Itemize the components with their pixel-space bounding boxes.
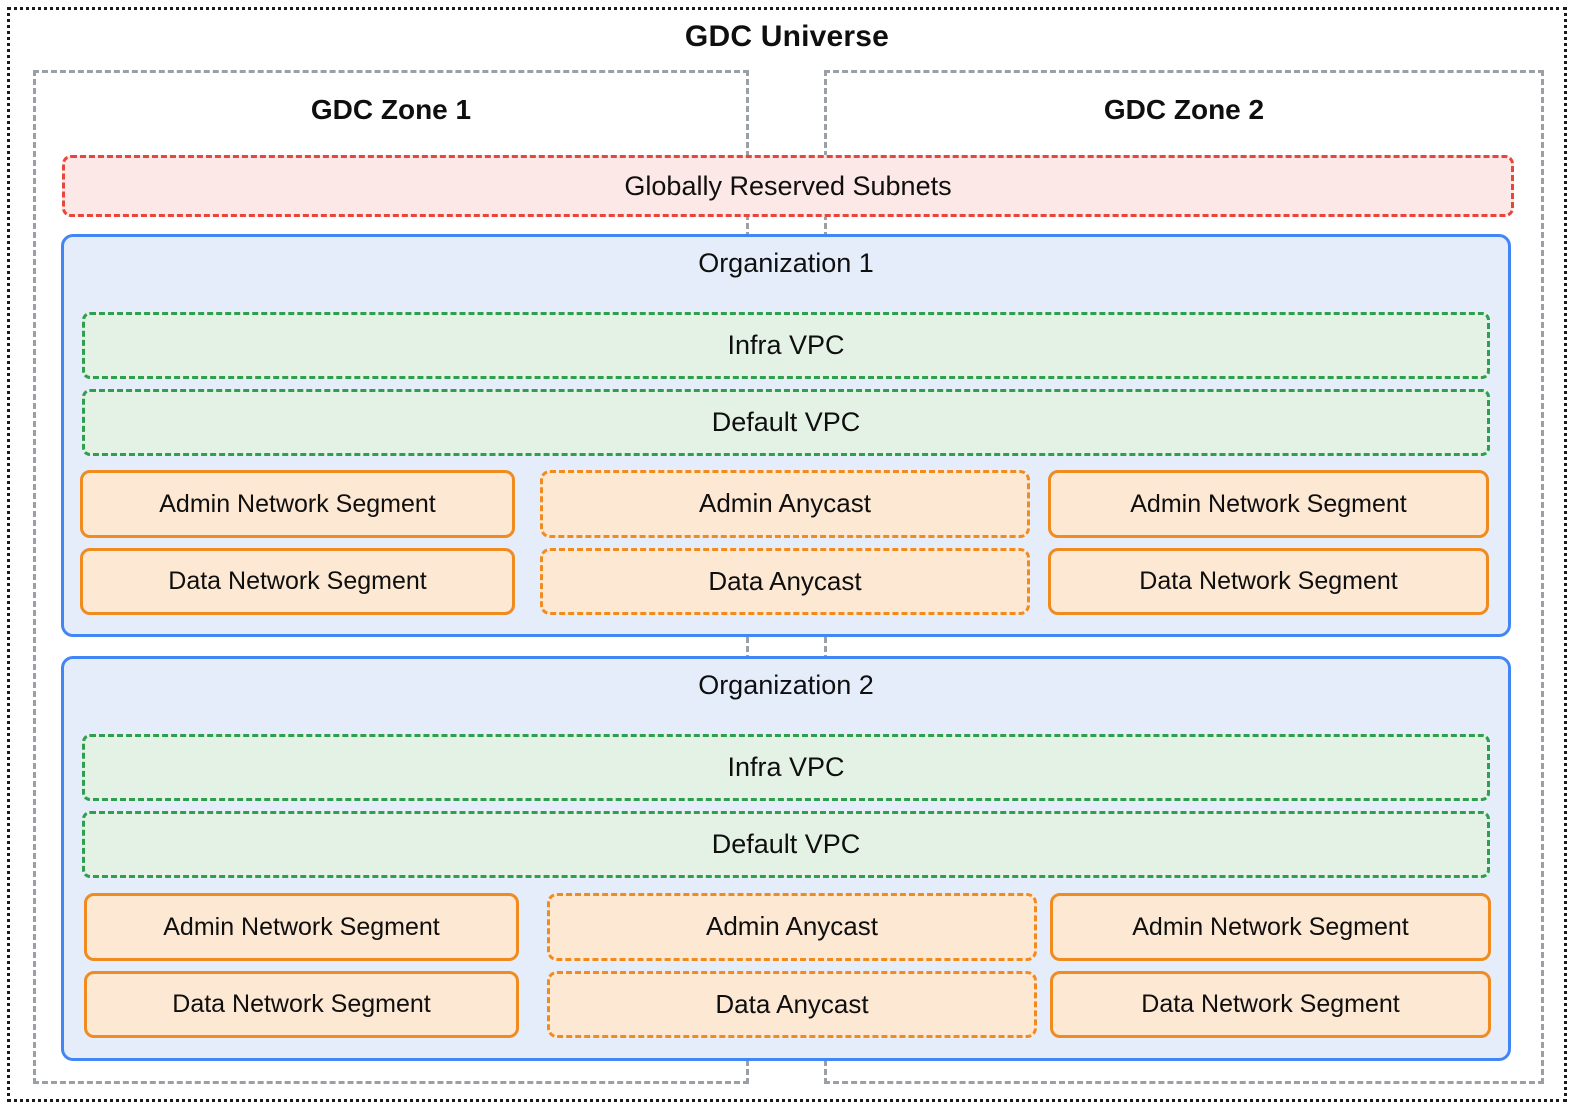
organization-2-zone-2-admin-network-segment-label: Admin Network Segment [1132, 912, 1409, 941]
organization-2-zone-1-admin-network-segment-box: Admin Network Segment [84, 893, 519, 961]
globally-reserved-subnets-label: Globally Reserved Subnets [624, 170, 952, 201]
gdc-zone-1-title: GDC Zone 1 [310, 94, 472, 125]
organization-1-zone-2-data-network-segment-label: Data Network Segment [1139, 567, 1398, 596]
organization-2-zone-2-admin-network-segment-box: Admin Network Segment [1050, 893, 1491, 961]
organization-2-admin-anycast-label: Admin Anycast [706, 911, 878, 942]
universe-title: GDC Universe [684, 20, 890, 53]
organization-2-infra-vpc-label: Infra VPC [727, 752, 845, 783]
organization-2-label: Organization 2 [698, 670, 874, 700]
organization-1-default-vpc-box: Default VPC [82, 389, 1490, 456]
organization-1-zone-1-data-network-segment-box: Data Network Segment [80, 548, 515, 615]
organization-1-data-anycast-box: Data Anycast [540, 548, 1030, 615]
organization-1-zone-2-admin-network-segment-label: Admin Network Segment [1130, 489, 1407, 518]
organization-2-zone-1-data-network-segment-label: Data Network Segment [172, 990, 431, 1019]
organization-2-zone-2-data-network-segment-box: Data Network Segment [1050, 971, 1491, 1038]
organization-1-data-anycast-label: Data Anycast [708, 565, 862, 596]
organization-1-zone-2-data-network-segment-box: Data Network Segment [1048, 548, 1489, 615]
gdc-zone-2-title: GDC Zone 2 [1103, 94, 1265, 125]
gdc-universe-frame [7, 7, 1567, 1102]
organization-2-infra-vpc-box: Infra VPC [82, 734, 1490, 801]
organization-2-default-vpc-box: Default VPC [82, 811, 1490, 878]
organization-2-data-anycast-label: Data Anycast [715, 988, 869, 1019]
organization-2-zone-1-data-network-segment-box: Data Network Segment [84, 971, 519, 1038]
organization-1-infra-vpc-box: Infra VPC [82, 312, 1490, 379]
organization-1-admin-anycast-label: Admin Anycast [699, 488, 871, 519]
organization-1-zone-1-admin-network-segment-box: Admin Network Segment [80, 470, 515, 538]
globally-reserved-subnets-box: Globally Reserved Subnets [62, 155, 1514, 217]
organization-2-zone-2-data-network-segment-label: Data Network Segment [1141, 990, 1400, 1019]
organization-1-zone-1-admin-network-segment-label: Admin Network Segment [159, 489, 436, 518]
organization-1-default-vpc-label: Default VPC [711, 407, 861, 438]
organization-2-data-anycast-box: Data Anycast [547, 971, 1037, 1038]
organization-1-zone-1-data-network-segment-label: Data Network Segment [168, 567, 427, 596]
organization-2-default-vpc-label: Default VPC [711, 829, 861, 860]
organization-1-infra-vpc-label: Infra VPC [727, 330, 845, 361]
organization-1-admin-anycast-box: Admin Anycast [540, 470, 1030, 538]
organization-1-label: Organization 1 [698, 248, 874, 278]
organization-2-zone-1-admin-network-segment-label: Admin Network Segment [163, 912, 440, 941]
organization-2-admin-anycast-box: Admin Anycast [547, 893, 1037, 961]
organization-1-zone-2-admin-network-segment-box: Admin Network Segment [1048, 470, 1489, 538]
